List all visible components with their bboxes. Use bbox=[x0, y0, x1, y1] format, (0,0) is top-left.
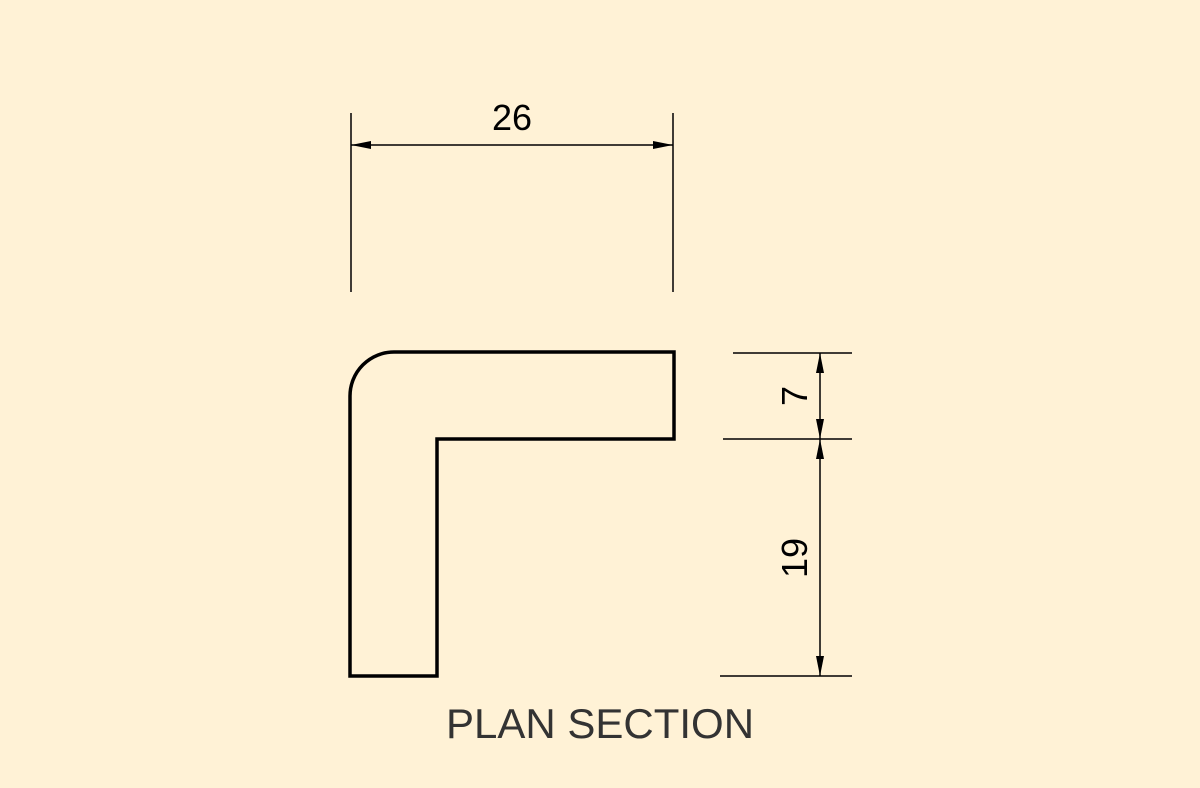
width-dimension: 26 bbox=[350, 97, 674, 292]
l-profile-outline bbox=[348, 350, 676, 678]
width-dimension-label: 26 bbox=[492, 97, 532, 138]
drawing-caption: PLAN SECTION bbox=[446, 700, 754, 747]
height-dimensions: 7 19 bbox=[720, 352, 852, 677]
leg-length-label: 19 bbox=[774, 538, 815, 578]
flange-thickness-label: 7 bbox=[774, 386, 815, 406]
